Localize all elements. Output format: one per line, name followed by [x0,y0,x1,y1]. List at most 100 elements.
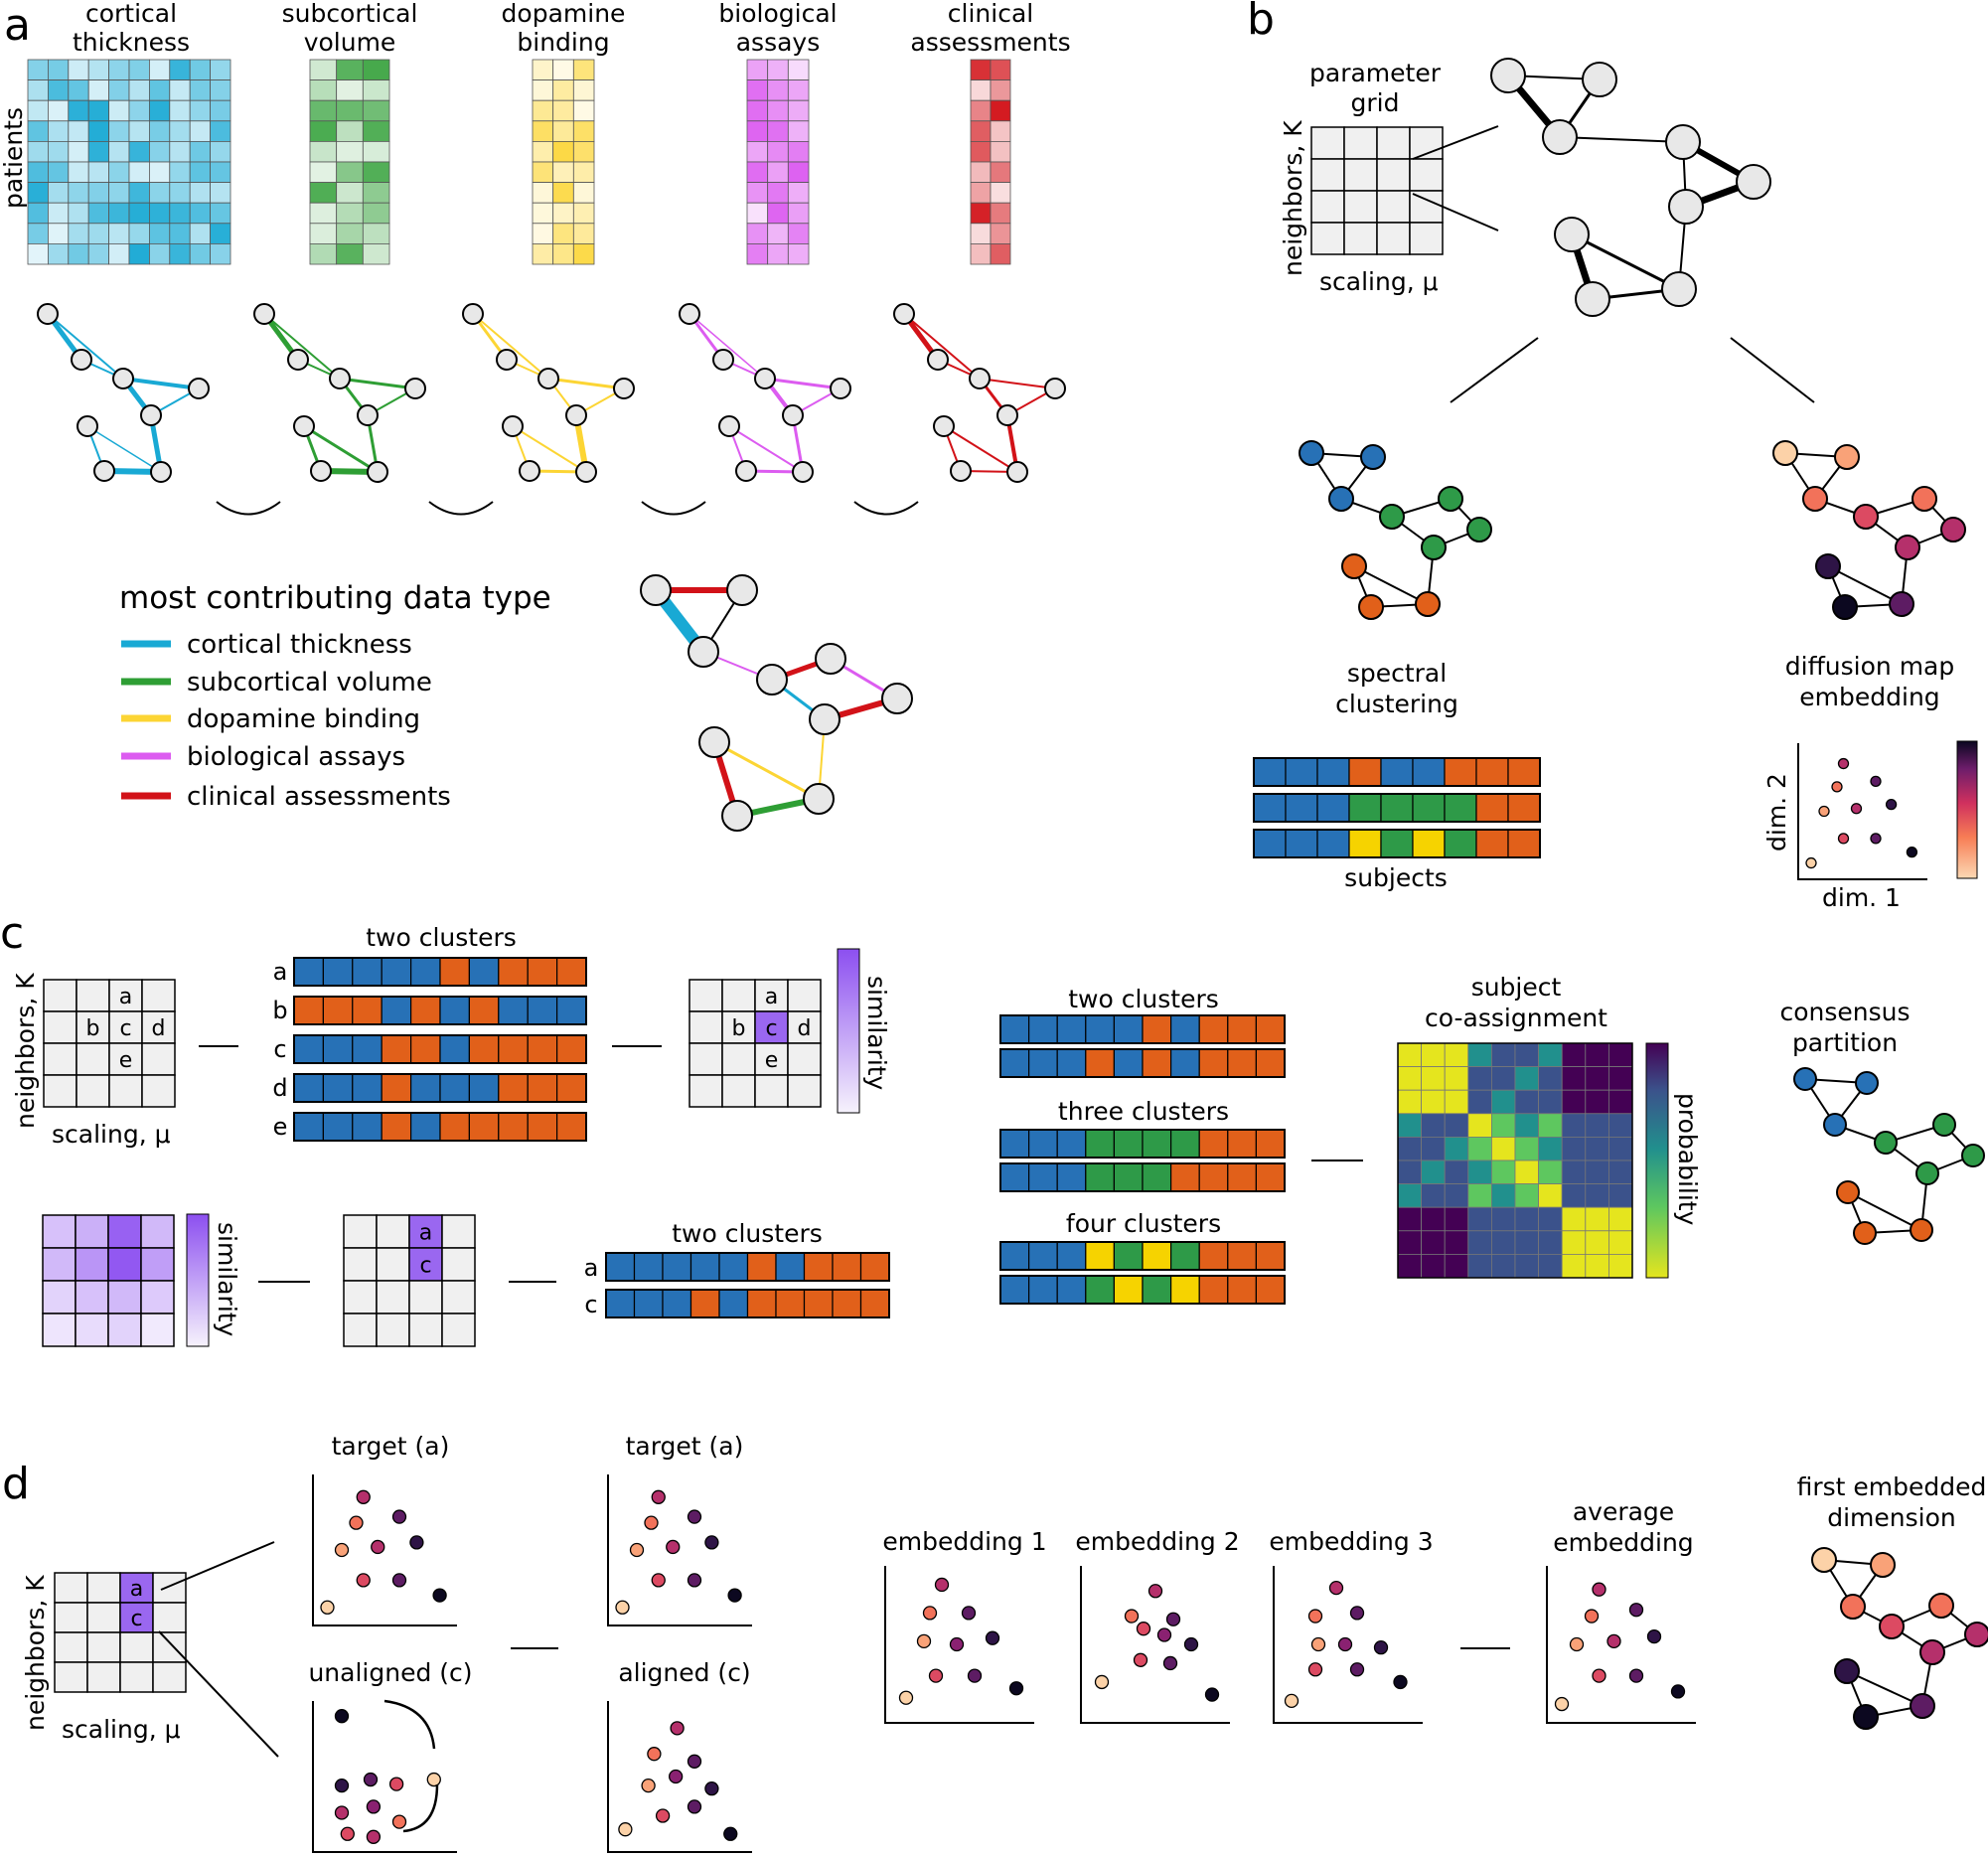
heatmap-cell [210,140,231,163]
grid-letter-a: a [119,985,132,1009]
heatmap-cell [128,182,150,204]
heatmap-cell [48,182,70,204]
strip-cell [1085,1162,1116,1192]
scatter-point [1094,1674,1110,1690]
heatmap-cell [532,223,554,244]
spectral-clustering-graph [1299,440,1492,620]
panel-d: d ac neighbors, K scaling, μ target (a) … [2,1432,1988,1853]
matrix-cell [1421,1089,1446,1115]
scatter-point [1831,781,1843,793]
graph-node [310,460,332,482]
embedding-scatters [312,1474,1696,1853]
strip-cell [352,1034,382,1064]
similarity-colorbar-1 [837,948,860,1114]
graph-node [1554,217,1590,252]
first-dim-label-1: first embedded [1797,1472,1987,1501]
grid-cell [1343,222,1378,255]
strip-cell [662,1252,692,1282]
strip-cell [1380,757,1414,787]
matrix-cell [1444,1089,1469,1115]
heatmap-cell [787,202,810,225]
strip-c1-3 [293,1034,587,1064]
strip-cell [1227,1162,1258,1192]
strip-cell [1169,1162,1200,1192]
heatmap-cell [787,242,810,265]
strip-cell [1113,1129,1144,1159]
matrix-cell [1561,1254,1587,1279]
graph-node [1855,1071,1879,1095]
scatter-point [629,1542,645,1558]
grid-cell [1376,158,1411,192]
matrix-cell [1397,1230,1423,1255]
strip-cell [1253,829,1287,858]
strip-cell [1085,1129,1116,1159]
heatmap-cell [68,182,89,204]
heatmap-cell [362,79,390,101]
legend-label-dopamine: dopamine binding [187,704,420,734]
scatter-point [723,1826,738,1841]
graph-node [502,415,524,437]
parameter-grid-title-1: parameter [1309,59,1442,87]
matrix-cell [1538,1183,1563,1208]
scatter-point [934,1577,950,1593]
strip-cell [1113,1241,1144,1271]
scatter-point [1162,1655,1178,1671]
strip-cell [352,957,382,987]
two-clusters-title-3: two clusters [1068,985,1219,1013]
strip-cell [1056,1241,1087,1271]
parameter-grid-d: ac [54,1572,187,1693]
heatmap-cell [787,59,810,81]
strip-cell [468,1034,500,1064]
heatmap-cell [990,79,1011,101]
strip-cell [1142,1162,1172,1192]
heatmap-cell [210,223,231,244]
scatter-point [1805,856,1817,869]
graph-node [893,303,915,325]
strip-cell [1027,1048,1058,1078]
graph-node [357,404,379,426]
grid-letter-d: d [798,1016,812,1041]
matrix-cell [1467,1137,1492,1161]
grid-cell [754,1042,789,1076]
heatmap-cell [787,140,810,163]
heatmap-cell [552,120,574,142]
grid-letter-c: c [419,1254,431,1279]
heatmap-cell [210,161,231,184]
strip-cell [1507,829,1541,858]
heatmap-cell [746,120,769,142]
graph-node [496,349,518,371]
strip-cell [605,1289,636,1318]
three-clusters-title: three clusters [1058,1097,1229,1126]
heatmap-cell [87,120,109,142]
matrix-cell [1608,1230,1633,1255]
grid-cell [441,1313,476,1347]
strip-border [1253,757,1541,787]
heatmap-cell [169,242,191,265]
grid-cell [721,1074,756,1108]
matrix-cell [1397,1254,1423,1279]
graph-node [1490,58,1526,93]
strip-cell [322,1073,354,1103]
heatmap-cell [336,79,364,101]
strip-b-3 [1253,829,1541,858]
unaligned-rotation-arcs [383,1699,439,1833]
grid-cell [86,1572,121,1604]
graph-node [1940,517,1966,542]
multi-k-strips [999,1014,1286,1305]
graph-node [537,368,559,389]
heatmap-cell [108,99,130,122]
heatmap-cell [108,79,130,101]
grid-letter-a: a [130,1577,143,1602]
strip-cell [689,1252,720,1282]
clinical-assessments-title-1: clinical [948,0,1033,28]
grid-cell [441,1247,476,1282]
heatmap-cell [572,99,595,122]
graph-node [996,404,1018,426]
strip-cell [1027,1241,1058,1271]
graph-edge [47,313,124,380]
strip-cell [1027,1014,1058,1044]
heatmap-cell [128,223,150,244]
heatmap-cell [572,161,595,184]
heatmap-cell [990,182,1011,204]
strip-cell [1253,793,1287,823]
